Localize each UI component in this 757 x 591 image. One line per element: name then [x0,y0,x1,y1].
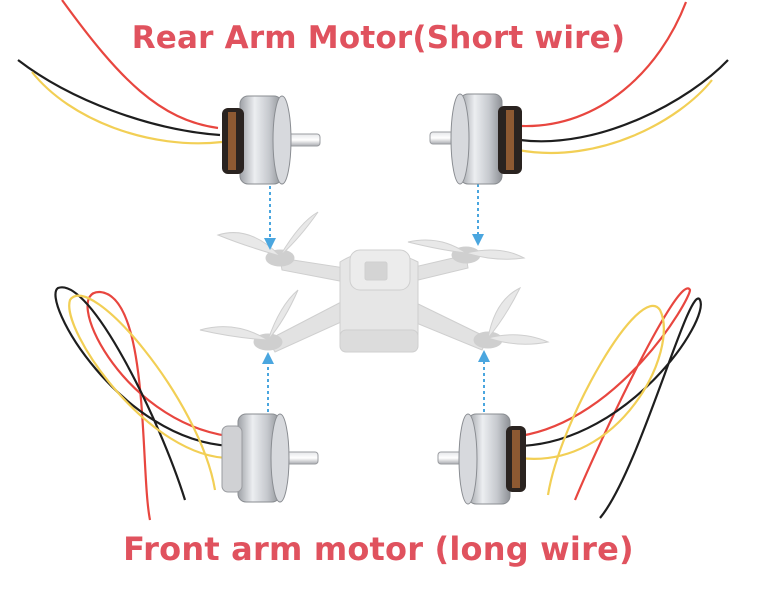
wires-front-left [54,286,233,521]
wires-front-right [519,287,702,519]
motor-front-left [221,413,319,503]
guide-arrows [262,180,490,412]
motor-rear-left [222,95,321,185]
wires-rear-right [517,1,729,155]
wires-rear-left [17,0,223,145]
motor-front-right [437,413,526,505]
rear-arm-motor-caption: Rear Arm Motor(Short wire) [131,20,626,56]
motor-rear-right [429,93,522,185]
front-arm-motor-caption: Front arm motor (long wire) [123,530,634,568]
drone-silhouette [199,211,550,353]
